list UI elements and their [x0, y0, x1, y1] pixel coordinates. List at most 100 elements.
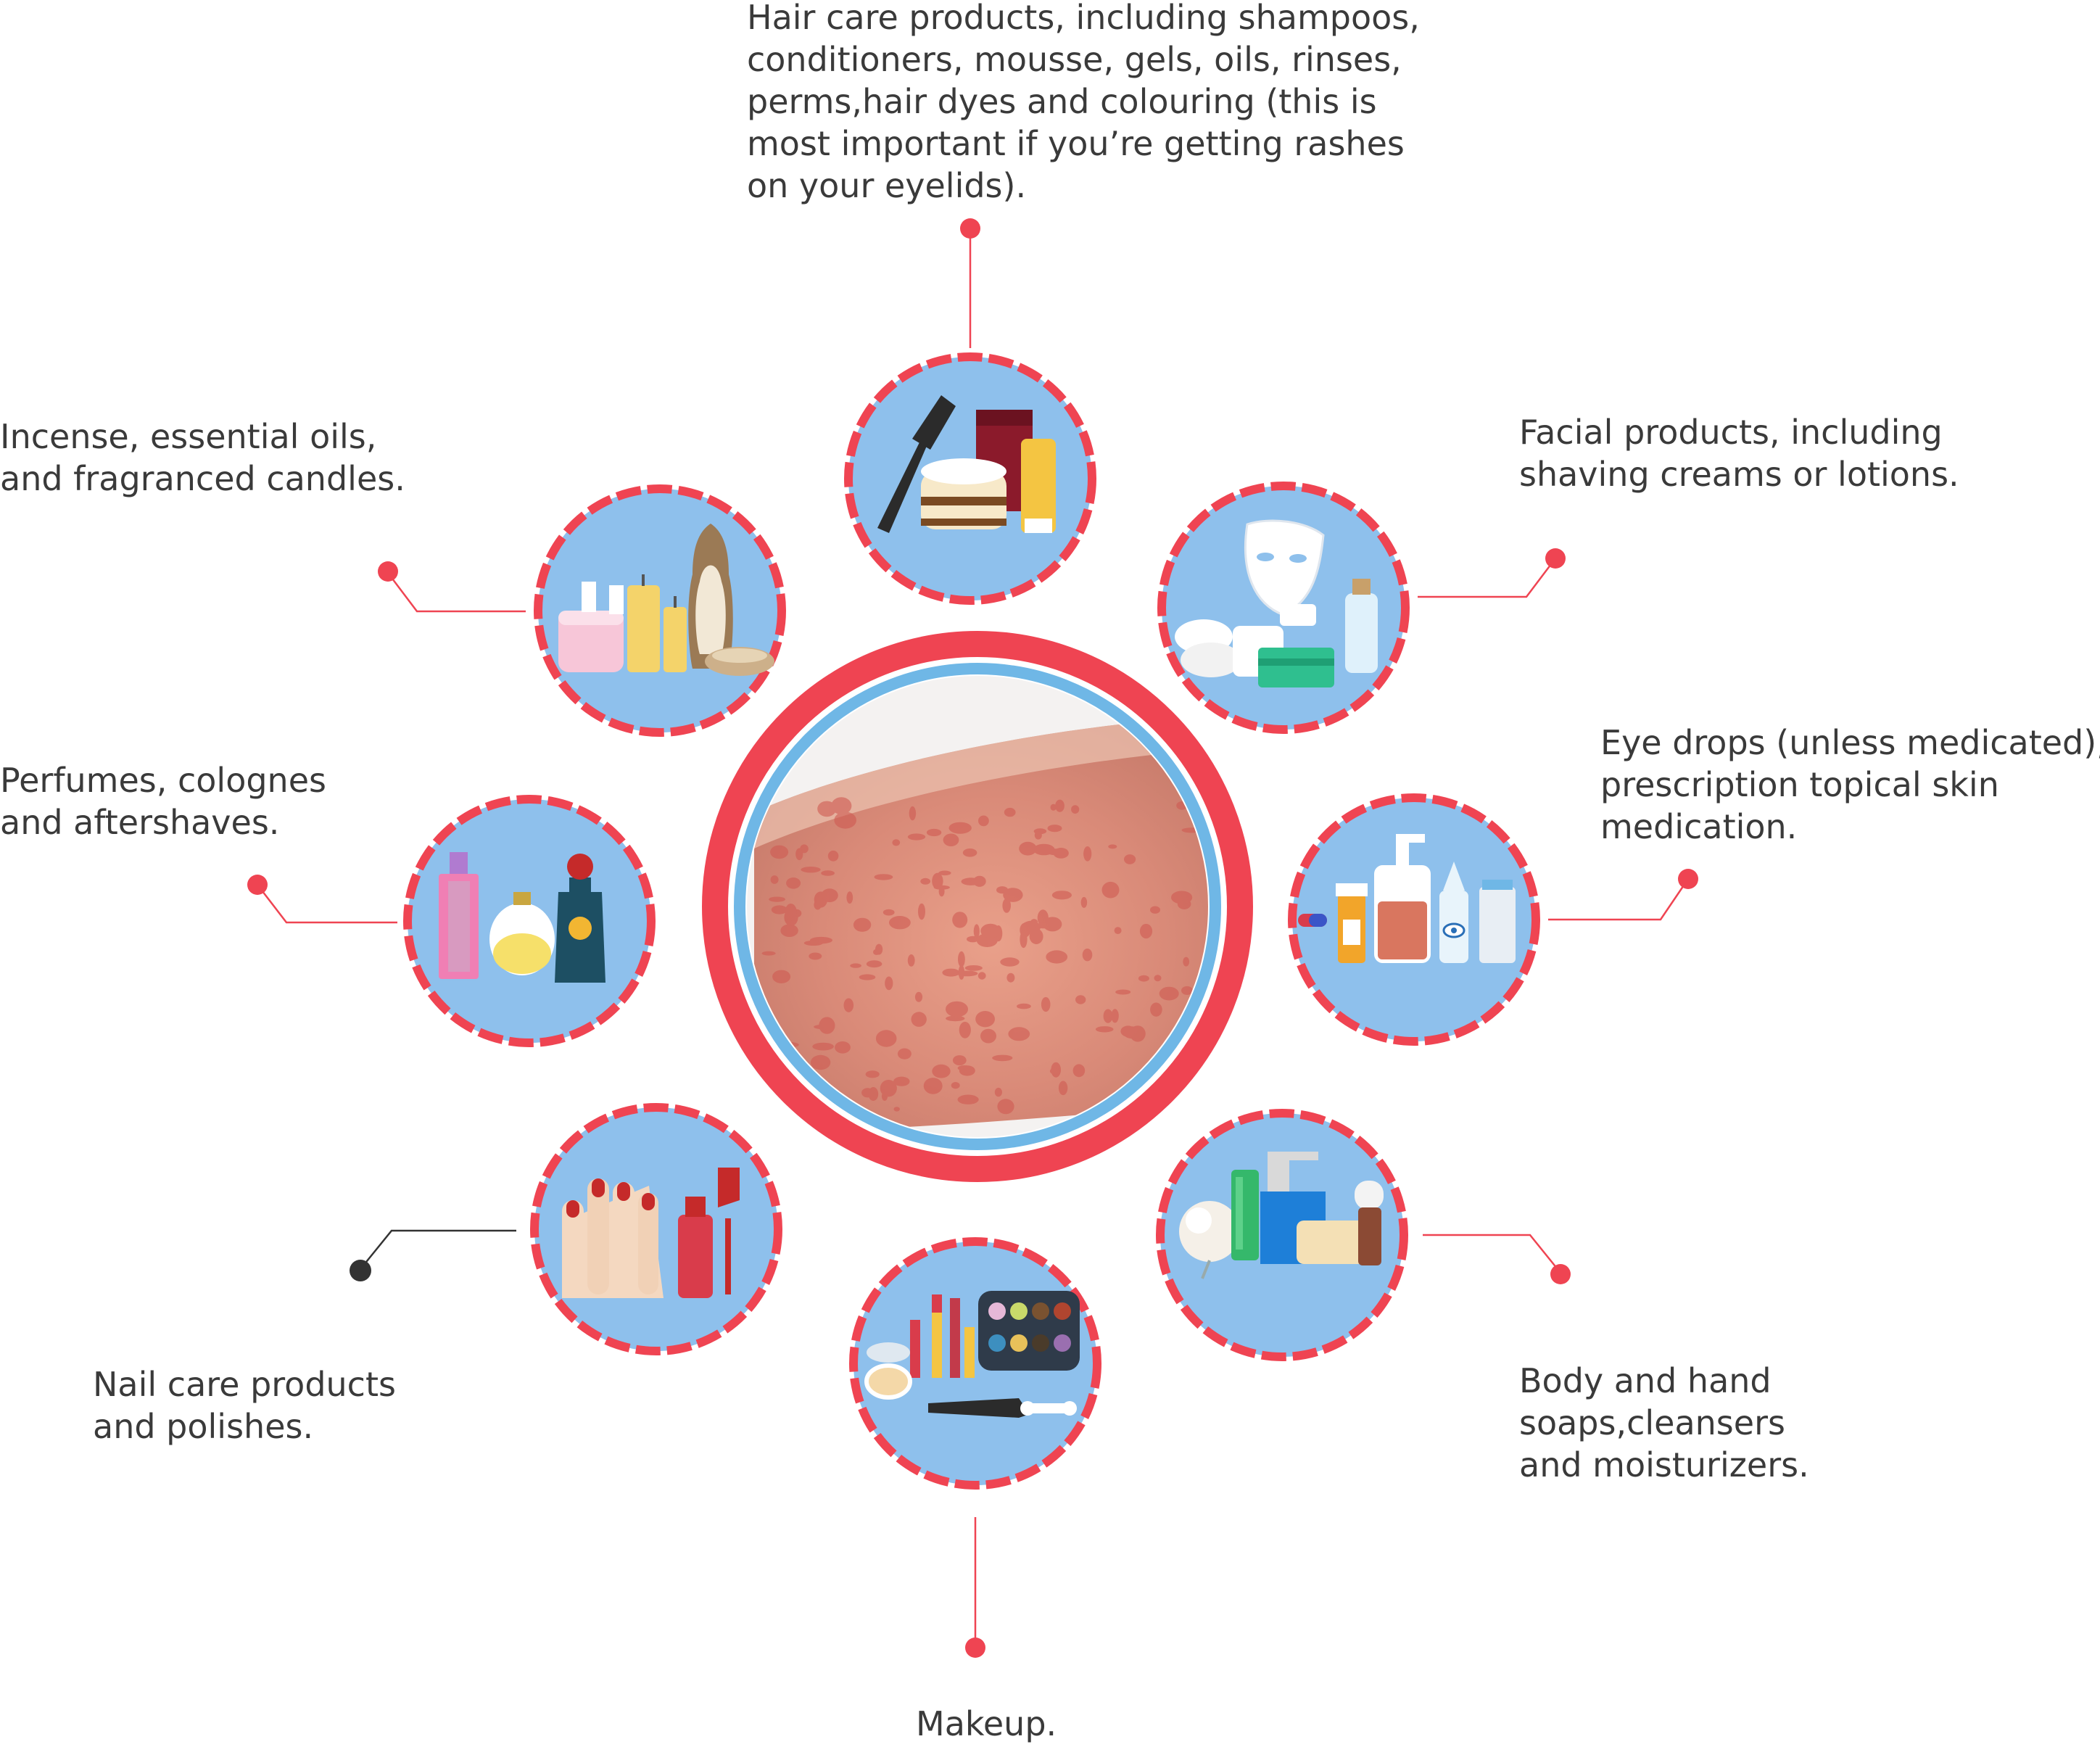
- circle-eyedrops: [1288, 793, 1540, 1046]
- rash-spot: [973, 924, 980, 938]
- rash-spot: [1000, 957, 1020, 967]
- rash-spot: [771, 905, 788, 914]
- rash-spot: [1051, 891, 1072, 900]
- rash-spot: [946, 1001, 968, 1017]
- rash-spot: [885, 976, 893, 991]
- dot-facial: [1545, 548, 1566, 569]
- rash-spot: [942, 968, 960, 977]
- rash-spot: [926, 828, 942, 837]
- rash-spot: [978, 815, 989, 827]
- rash-spot: [892, 839, 901, 846]
- circle-body: [1156, 1109, 1408, 1361]
- rash-spot: [952, 912, 968, 928]
- circle-incense: [534, 484, 786, 737]
- rash-spot: [1124, 854, 1136, 864]
- rash-spot: [1034, 922, 1055, 929]
- eyeshadow-pan: [1010, 1334, 1028, 1352]
- connector-lines: [257, 228, 1690, 1646]
- dot-perfume: [247, 875, 268, 895]
- rash-spot: [1041, 996, 1051, 1012]
- rash-spot: [1072, 1064, 1086, 1078]
- rash-spot: [866, 960, 882, 968]
- rash-spot: [1033, 843, 1055, 856]
- eyeshadow-pan: [1032, 1334, 1049, 1352]
- dot-hair: [960, 218, 980, 239]
- eyeshadow-pan: [988, 1334, 1006, 1352]
- rash-spot: [785, 904, 797, 921]
- rash-spot: [853, 917, 872, 932]
- label-line: on your eyelids).: [747, 166, 1026, 205]
- rash-spot: [1101, 881, 1120, 899]
- rash-spot: [933, 885, 950, 890]
- rash-spot: [1103, 1009, 1113, 1023]
- label-line: prescription topical skin: [1600, 765, 1999, 804]
- label-eyedrops: Eye drops (unless medicated),prescriptio…: [1600, 723, 2100, 846]
- rash-spot: [819, 1017, 835, 1034]
- connector-nail: [360, 1229, 516, 1270]
- rash-spot: [803, 940, 823, 946]
- rash-spot: [1171, 891, 1193, 904]
- rash-spot: [909, 806, 917, 821]
- rash-spot: [1037, 909, 1049, 927]
- rash-spot: [962, 848, 977, 857]
- rash-spot: [821, 888, 838, 903]
- label-line: shaving creams or lotions.: [1519, 455, 1959, 494]
- rash-spot: [1139, 923, 1153, 939]
- rash-spot: [861, 1088, 874, 1098]
- rash-spot: [827, 850, 839, 862]
- rash-spot: [952, 1055, 967, 1066]
- dot-eyedrops: [1678, 869, 1698, 889]
- rash-spot: [975, 1011, 995, 1028]
- rash-spot: [801, 867, 821, 873]
- rash-spot: [838, 814, 846, 819]
- circle-perfume: [403, 795, 656, 1047]
- rash-spot: [817, 801, 837, 817]
- rash-spot: [1111, 1009, 1119, 1023]
- label-incense: Incense, essential oils,and fragranced c…: [0, 417, 405, 498]
- rash-spot: [1159, 986, 1179, 1001]
- rash-spot: [1083, 846, 1092, 862]
- rash-spot: [1123, 1026, 1141, 1039]
- rash-spot: [1189, 1102, 1199, 1107]
- rash-spot: [938, 870, 951, 876]
- circle-facial: [1157, 482, 1410, 734]
- rash-spot: [769, 896, 785, 902]
- rash-spot: [1034, 831, 1042, 840]
- dot-nail: [350, 1260, 371, 1281]
- rash-spot: [846, 891, 853, 904]
- rash-spot: [780, 924, 798, 937]
- rash-spot: [948, 822, 972, 834]
- rash-spot: [889, 916, 911, 930]
- rash-spot: [1138, 975, 1149, 982]
- label-line: soaps,cleansers: [1519, 1403, 1785, 1442]
- rash-spot: [1183, 957, 1190, 967]
- rash-spot: [831, 797, 852, 815]
- rash-spot: [1050, 804, 1057, 811]
- rash-spot: [964, 965, 983, 971]
- label-line: Nail care products: [93, 1365, 396, 1404]
- rash-spot: [1047, 825, 1062, 833]
- rash-spot: [914, 991, 923, 1002]
- label-line: Eye drops (unless medicated),: [1600, 723, 2100, 762]
- rash-spot: [1008, 1027, 1030, 1041]
- body-soap-icon: [1179, 1152, 1384, 1279]
- rash-spot: [893, 1076, 910, 1086]
- rash-spot: [1046, 950, 1068, 964]
- circle-makeup: [849, 1237, 1101, 1490]
- label-line: conditioners, mousse, gels, oils, rinses…: [747, 40, 1402, 79]
- hair-care-icon: [877, 395, 1056, 533]
- label-hair: Hair care products, including shampoos,c…: [747, 0, 1420, 205]
- rash-spot: [1114, 927, 1122, 934]
- label-line: Facial products, including: [1519, 413, 1943, 452]
- eyeshadow-pan: [1054, 1302, 1071, 1320]
- makeup-icon: [864, 1291, 1080, 1418]
- label-makeup: Makeup.: [916, 1704, 1057, 1743]
- rash-spot: [958, 951, 965, 967]
- rash-spot: [1071, 805, 1080, 814]
- rash-spot: [1020, 930, 1028, 949]
- eyeshadow-pan: [1010, 1302, 1028, 1320]
- rash-spot: [821, 870, 835, 876]
- rash-spot: [1080, 896, 1088, 908]
